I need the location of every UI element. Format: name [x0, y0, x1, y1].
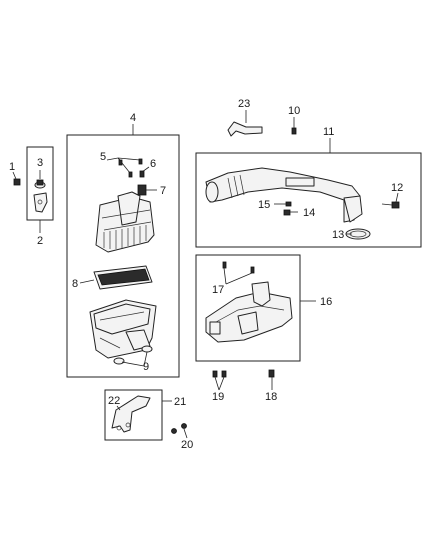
callout-14: 14 [303, 207, 315, 219]
air-cleaner-cover [95, 191, 155, 253]
callout-23: 23 [238, 98, 250, 110]
hose-part-23 [227, 110, 263, 137]
lower-housing-group-box [195, 254, 301, 362]
grommet-part-3 [34, 170, 46, 189]
callout-9: 9 [143, 361, 149, 373]
support-bracket-part-22 [111, 395, 151, 433]
callout-15: 15 [258, 199, 270, 211]
callout-8: 8 [72, 278, 78, 290]
callout-19: 19 [212, 391, 224, 403]
callout-3: 3 [37, 157, 43, 169]
callout-18: 18 [265, 391, 277, 403]
callout-17: 17 [212, 284, 224, 296]
callout-1: 1 [9, 161, 15, 173]
clip-part-1 [12, 171, 21, 186]
lower-air-box [89, 299, 157, 359]
callout-21: 21 [174, 396, 186, 408]
clip-part-14 [283, 209, 298, 216]
duct-group-box [195, 152, 422, 248]
sensor-part-12 [381, 192, 400, 209]
screws-part-17 [222, 261, 255, 285]
support-bracket-group-box [104, 389, 163, 441]
callout-13: 13 [332, 229, 344, 241]
bolt-part-18 [268, 369, 275, 390]
clip-part-15 [274, 201, 292, 207]
callout-20: 20 [181, 439, 193, 451]
callout-16: 16 [320, 296, 332, 308]
callout-4: 4 [130, 112, 136, 124]
air-box-housing-part-16 [205, 281, 316, 343]
callout-6: 6 [150, 158, 156, 170]
callout-12: 12 [391, 182, 403, 194]
clamp-part-13 [345, 228, 371, 240]
callout-5: 5 [100, 151, 106, 163]
air-inlet-duct-part-11 [205, 167, 363, 223]
fastener-part-6 [139, 166, 150, 178]
nuts-part-20 [171, 423, 188, 439]
callout-7: 7 [160, 185, 166, 197]
grommets-part-9 [113, 345, 153, 367]
callout-22: 22 [108, 395, 120, 407]
callout-2: 2 [37, 235, 43, 247]
bolts-part-19 [212, 370, 227, 391]
air-cleaner-group-box [66, 134, 180, 378]
callout-11: 11 [323, 126, 334, 138]
bracket-part-2 [33, 192, 48, 213]
cover-ribs [103, 225, 147, 249]
screw-part-10 [291, 117, 297, 135]
callout-10: 10 [288, 105, 300, 117]
air-filter-part-8 [79, 265, 153, 290]
sensor-part-7 [137, 184, 157, 196]
screws-part-5 [106, 157, 143, 178]
